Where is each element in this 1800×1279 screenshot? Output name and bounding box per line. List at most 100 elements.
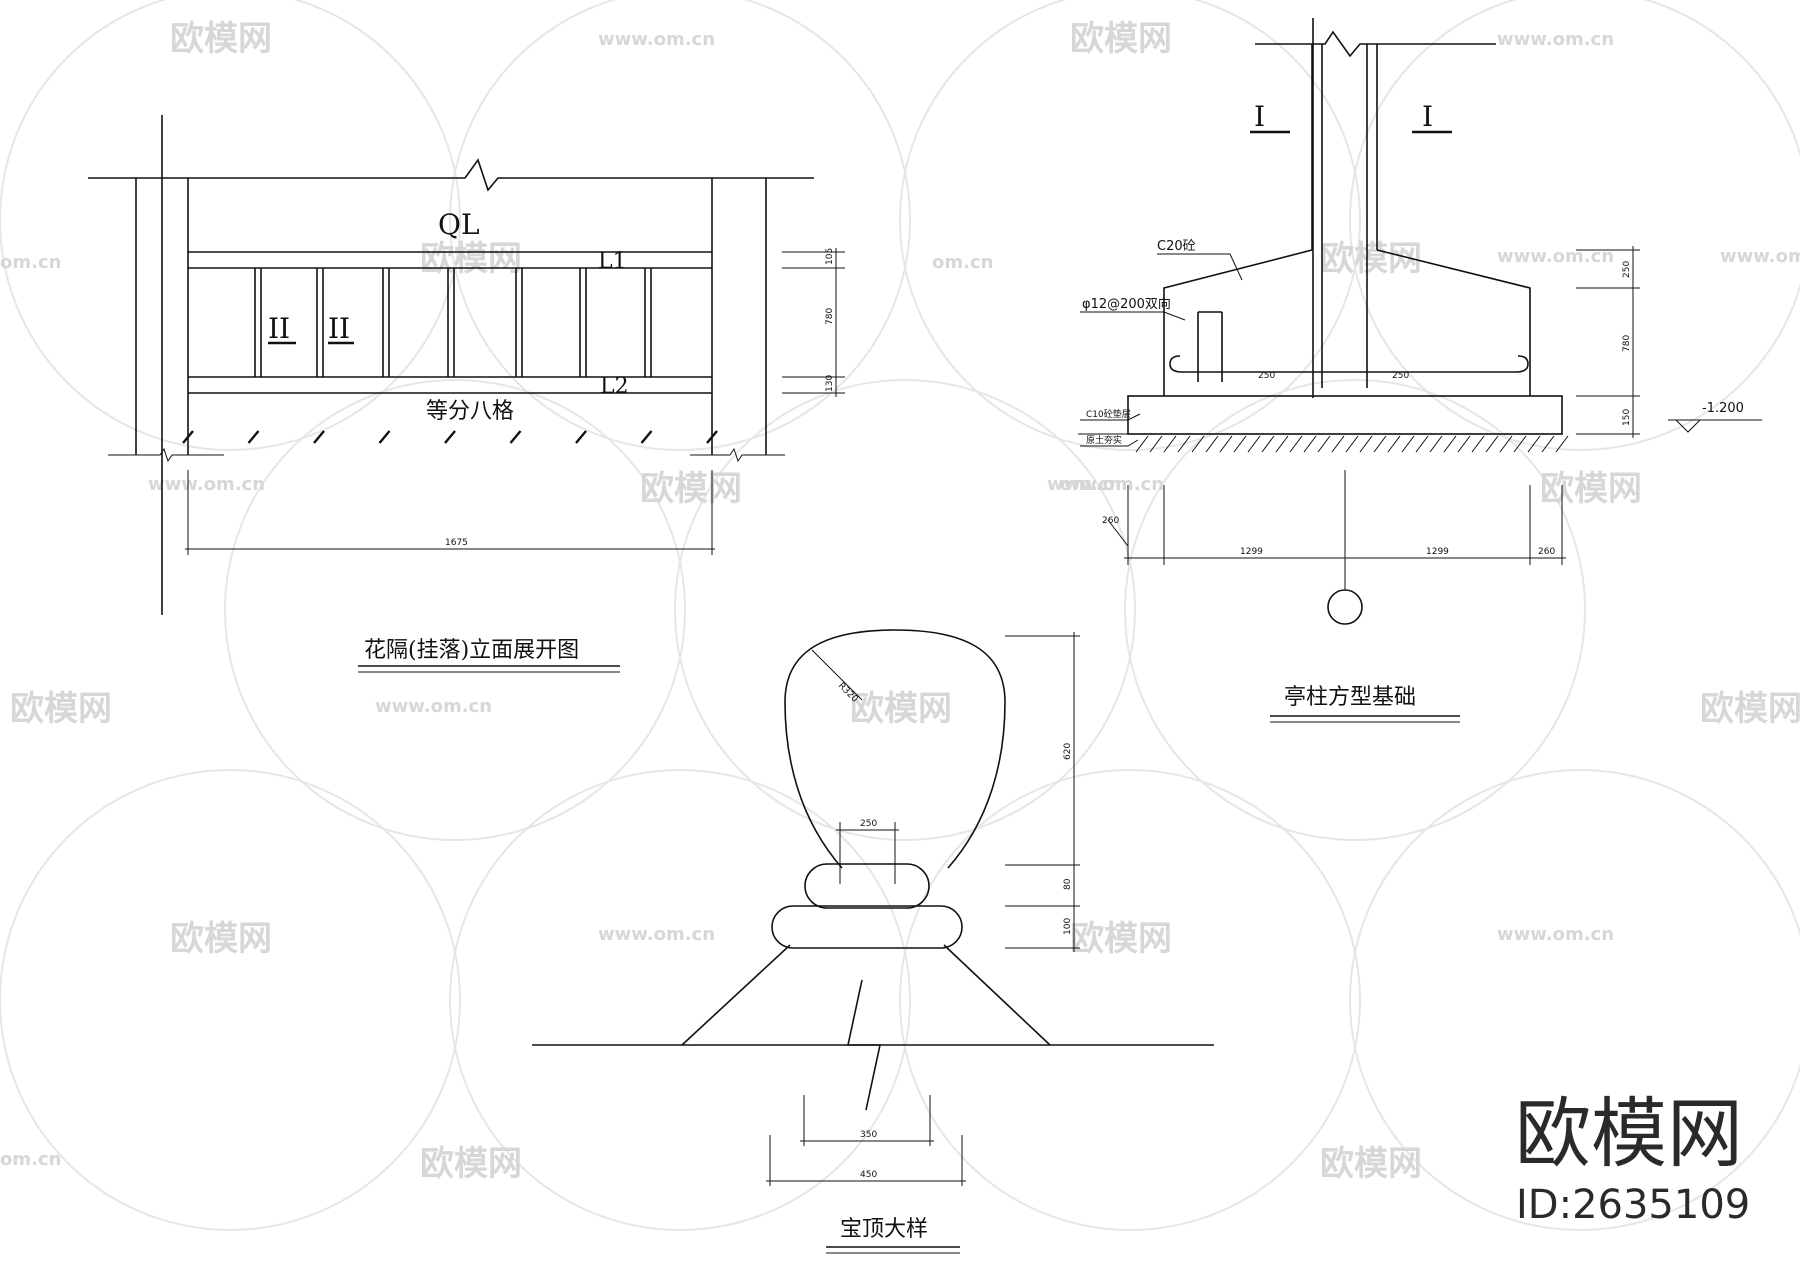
ground-line	[108, 447, 224, 463]
finial-ring-lower	[771, 905, 963, 949]
finial-skirt-left	[681, 944, 791, 1046]
watermark-brand: 欧模网	[170, 919, 272, 959]
division-tick	[640, 430, 653, 444]
hatch-stroke	[1247, 435, 1261, 453]
leader-soil	[1080, 439, 1139, 447]
watermark-brand: 欧模网	[850, 689, 952, 729]
division-tick	[378, 430, 391, 444]
ground-line-right	[690, 447, 785, 463]
hatch-stroke	[1275, 435, 1289, 453]
hatch-stroke	[1191, 435, 1205, 453]
dim-v2: 780	[1622, 335, 1632, 352]
elevation-triangle	[1675, 419, 1701, 433]
watermark-brand: 欧模网	[1070, 19, 1172, 59]
lattice-mullions	[254, 268, 652, 377]
hatch-stroke	[1541, 435, 1555, 453]
leader-edge	[1107, 519, 1129, 547]
finial-skirt-right	[943, 944, 1051, 1046]
rail-label-l1: L1	[598, 249, 627, 274]
watermark-ring	[899, 0, 1361, 451]
hatch-stroke	[1373, 435, 1387, 453]
watermark-brand: 欧模网	[1070, 919, 1172, 959]
watermark-url: www.om.cn	[1497, 924, 1614, 945]
dim-edge-right: 260	[1538, 547, 1555, 557]
hatch-stroke	[1317, 435, 1331, 453]
hatch-stroke	[1485, 435, 1499, 453]
hatch-stroke	[1429, 435, 1443, 453]
soil-hatch	[1135, 435, 1569, 453]
rail-label-l2: L2	[600, 374, 629, 399]
watermark-url: www.om.cn	[1497, 29, 1614, 50]
finial-title: 宝顶大样	[840, 1217, 928, 1242]
concrete-note: C20砼	[1157, 239, 1196, 254]
hatch-stroke	[1303, 435, 1317, 453]
watermark-url: om.cn	[932, 252, 993, 273]
watermark-brand: 欧模网	[420, 1144, 522, 1184]
section-mark-right: II	[328, 312, 350, 345]
dim-v-low: 100	[1063, 918, 1073, 935]
watermark-brand: 欧模网	[1540, 469, 1642, 509]
bedding-note: C10砼垫层	[1086, 408, 1131, 420]
dim-bottom: 130	[825, 375, 835, 392]
hatch-stroke	[1513, 435, 1527, 453]
beam-top-line	[88, 158, 814, 192]
watermark-url: www.om.cn	[598, 924, 715, 945]
leader-bedding	[1080, 413, 1141, 421]
watermark-brand: 欧模网	[1700, 689, 1800, 729]
hatch-stroke	[1219, 435, 1233, 453]
hatch-stroke	[1387, 435, 1401, 453]
dim-v-mid: 80	[1063, 878, 1073, 890]
dim-mid: 780	[825, 308, 835, 325]
watermark-ring	[224, 379, 686, 841]
watermark-ring	[449, 769, 911, 1231]
watermark-ring	[899, 769, 1361, 1231]
hatch-stroke	[1261, 435, 1275, 453]
leader-concrete	[1157, 253, 1243, 281]
hatch-stroke	[1401, 435, 1415, 453]
watermark-url: www.om.cn	[1720, 246, 1800, 267]
watermark-ring	[1349, 0, 1800, 451]
watermark-url: www.om.cn	[1047, 474, 1164, 495]
dim-v-top: 620	[1063, 743, 1073, 760]
hatch-stroke	[1471, 435, 1485, 453]
logo-name: 欧模网	[1515, 1089, 1743, 1178]
watermark-brand: 欧模网	[10, 689, 112, 729]
watermark-url: www.om.cn	[375, 696, 492, 717]
division-note: 等分八格	[426, 399, 514, 424]
watermark-url: om.cn	[0, 252, 61, 273]
radius-leader	[811, 649, 863, 701]
column-top-break	[1255, 30, 1496, 58]
cover-left: 250	[1258, 371, 1275, 381]
hatch-stroke	[1289, 435, 1303, 453]
division-tick	[706, 430, 718, 444]
watermark-layer: 欧模网欧模网欧模网欧模网欧模网欧模网欧模网欧模网欧模网欧模网欧模网欧模网欧模网w…	[0, 0, 1800, 1231]
beam-label: QL	[438, 208, 480, 241]
hatch-stroke	[1457, 435, 1471, 453]
watermark-ring	[0, 769, 461, 1231]
hatch-stroke	[1345, 435, 1359, 453]
finial-bulb	[784, 629, 1006, 869]
soil-note: 原土夯实	[1086, 434, 1122, 446]
dim-base-inner: 350	[860, 1130, 877, 1140]
column-footing-drawing: I I 250 780 150 -1.200	[1078, 18, 1762, 723]
hatch-stroke	[1331, 435, 1345, 453]
watermark-brand: 欧模网	[170, 19, 272, 59]
dim-half-left: 1299	[1240, 547, 1263, 557]
lattice-title: 花隔(挂落)立面展开图	[364, 638, 579, 663]
hatch-stroke	[1135, 435, 1149, 453]
division-ticks	[182, 430, 718, 444]
dim-v3: 150	[1622, 409, 1632, 426]
hatch-stroke	[1163, 435, 1177, 453]
watermark-brand: 欧模网	[420, 239, 522, 279]
division-tick	[182, 430, 194, 444]
hatch-stroke	[1359, 435, 1373, 453]
division-tick	[509, 430, 522, 444]
division-tick	[575, 430, 587, 444]
hatch-stroke	[1415, 435, 1429, 453]
watermark-brand: 欧模网	[640, 469, 742, 509]
section-mark-left: II	[268, 312, 290, 345]
watermark-url: www.om.cn	[148, 474, 265, 495]
lattice-elevation-drawing: QL L1 L2 II II 等分八格 1675 105 780 130 花隔(…	[88, 115, 845, 673]
footing-outline	[1163, 249, 1313, 396]
